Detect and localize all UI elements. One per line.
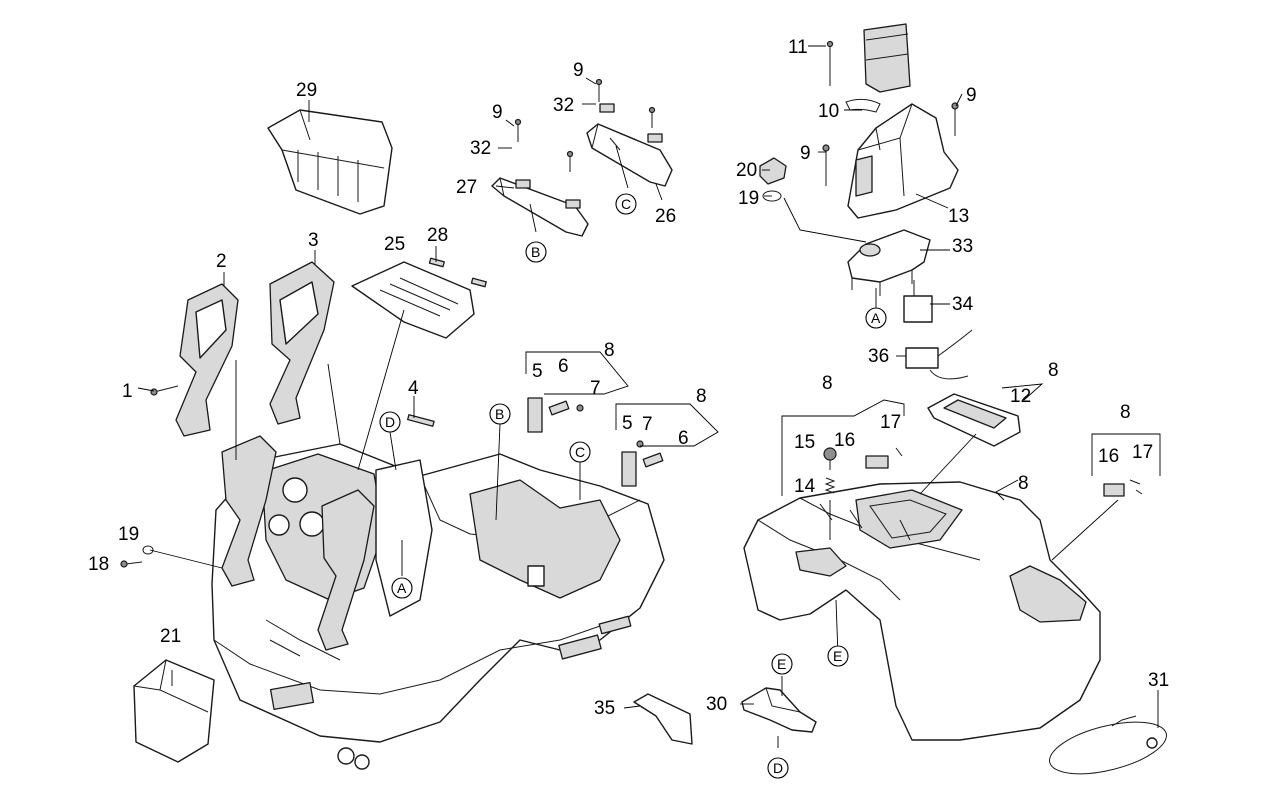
label-29: 29 [296,80,317,101]
label-9a: 9 [492,102,503,123]
part-14-spring [823,447,1143,497]
label-25: 25 [384,234,405,255]
label-9d: 9 [966,85,977,106]
part-18-screw [120,545,154,568]
part-27-bracket [491,177,589,237]
label-16a: 16 [834,430,855,451]
label-24: 21 [160,626,181,647]
label-34: 34 [952,294,974,315]
callout-e-shroud: E [827,645,849,667]
callout-b-top: B [525,241,547,263]
screws-9 [514,78,656,172]
part-31-wire [1049,715,1167,775]
label-5b: 5 [622,413,633,434]
part-21-cap [759,157,787,202]
callout-b-main: B [489,403,511,425]
label-3: 3 [308,230,319,251]
callout-e-bracket: E [771,653,793,675]
part-24-box [133,659,215,763]
part-35-plate [633,693,693,745]
label-31: 31 [1148,670,1169,691]
callout-e-shroud-letter: E [833,648,842,664]
callout-c-main: C [569,441,591,463]
part-28-pins [428,257,487,288]
callout-c-top: C [615,193,637,215]
label-13: 13 [948,206,969,227]
callout-a-top: A [865,307,887,329]
label-27: 27 [456,177,477,198]
label-10: 10 [818,101,839,122]
label-28: 28 [427,225,448,246]
label-36: 36 [868,346,889,367]
part-5-clamps [407,397,664,487]
leader-lines [137,45,1161,748]
label-18: 18 [88,554,109,575]
label-7b: 7 [642,414,653,435]
label-2: 2 [216,251,227,272]
label-8c: 8 [822,373,833,394]
callout-a-top-letter: A [871,310,881,326]
label-17b: 17 [1132,442,1153,463]
part-labels: 29 2 3 1 25 28 4 19 18 21 35 30 31 27 32… [88,37,1169,719]
shroud-cover [743,481,1101,741]
callout-a-main-letter: A [397,580,407,596]
label-12: 12 [1010,386,1031,407]
part-2-handle [175,283,239,437]
label-4: 4 [408,378,419,399]
label-1: 1 [122,381,133,402]
callout-b-top-letter: B [531,244,540,260]
callout-c-main-letter: C [575,444,585,460]
label-7a: 7 [590,378,601,399]
label-16b: 16 [1098,446,1119,467]
label-20: 19 [738,188,759,209]
label-14: 14 [794,476,816,497]
callout-d-bracket: D [767,757,789,779]
part-33-housing [847,229,931,296]
label-30: 30 [706,694,727,715]
label-32a: 32 [470,138,491,159]
label-8b: 8 [696,386,707,407]
label-21: 20 [736,160,757,181]
callout-d-main-letter: D [385,414,395,430]
callout-a-main: A [391,577,413,599]
label-6a: 6 [558,356,569,377]
label-15: 15 [794,432,815,453]
part-30-bracket [741,687,817,733]
label-5a: 5 [532,361,543,382]
label-11: 11 [788,37,808,58]
letter-callouts: B C A D B C A E [379,193,887,779]
label-19: 19 [118,524,139,545]
part-13-holder [822,23,959,219]
callout-e-bracket-letter: E [777,656,786,672]
label-33: 33 [952,236,973,257]
part-25-cover [351,261,475,339]
part-1-screw [150,385,179,396]
part-26-bracket [586,103,673,187]
label-26: 26 [655,206,676,227]
main-housing [211,435,665,770]
label-9c: 9 [800,143,811,164]
label-8a: 8 [604,340,615,361]
label-8f: 8 [1018,473,1029,494]
label-8d: 8 [1048,360,1059,381]
callout-d-main: D [379,411,401,433]
callout-d-bracket-letter: D [773,760,783,776]
label-6b: 6 [678,428,689,449]
part-29-tray [267,109,393,215]
part-34-sensor [903,280,973,380]
part-3-handle [269,261,335,425]
callout-b-main-letter: B [495,406,504,422]
part-12-lid [927,393,1021,447]
label-8e: 8 [1120,402,1131,423]
label-35: 35 [594,698,615,719]
label-17a: 17 [880,412,901,433]
label-32b: 32 [553,95,574,116]
callout-c-top-letter: C [621,196,631,212]
label-9b: 9 [573,60,584,81]
